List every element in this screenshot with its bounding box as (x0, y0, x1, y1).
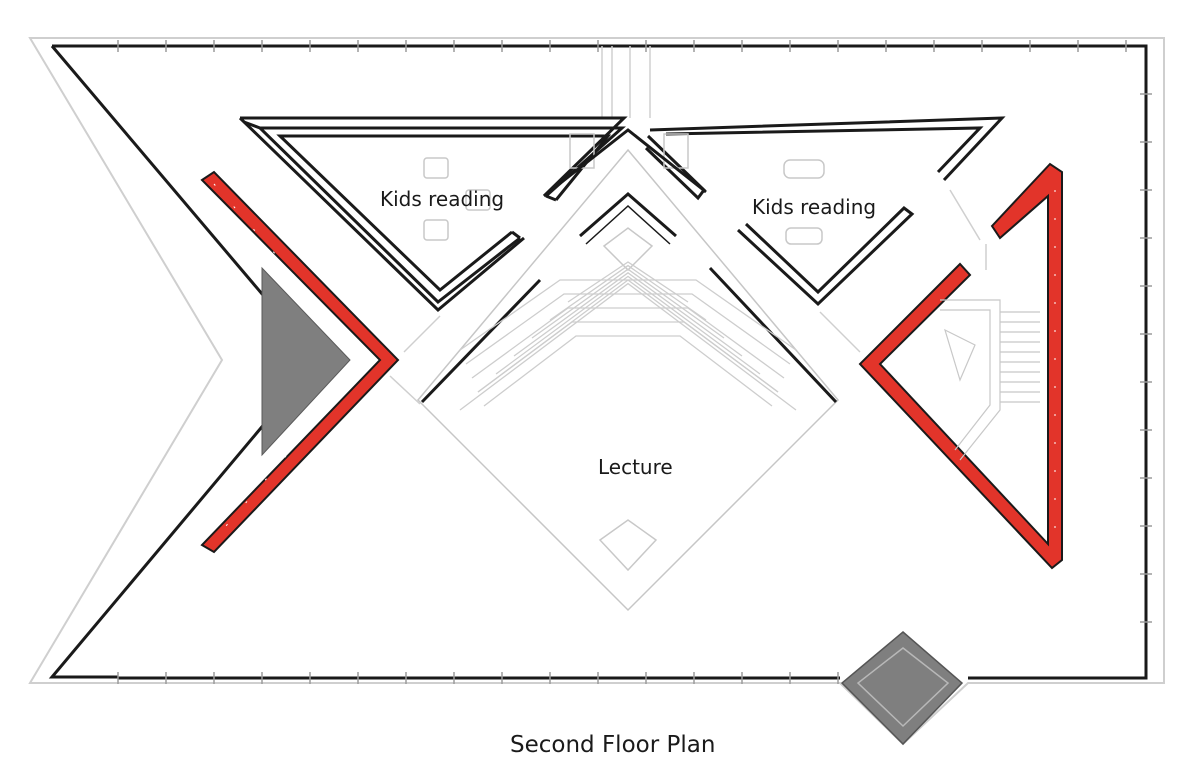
kids-reading-left-walls (243, 120, 626, 304)
lecture-step (567, 261, 689, 303)
room-label-lecture: Lecture (598, 455, 673, 479)
lecture-step (549, 264, 707, 321)
lecture-step (495, 275, 761, 375)
north-stair-lines (601, 46, 651, 118)
lecture-step (531, 268, 725, 339)
lecture-tier-steps (459, 261, 797, 411)
plan-title: Second Floor Plan (510, 732, 715, 758)
lecture-step (477, 321, 779, 393)
lecture-step (513, 271, 743, 357)
kids-reading-left-outer-2 (238, 116, 525, 313)
column-grid-ticks (117, 40, 1152, 684)
solid-triangle-left (261, 266, 351, 457)
kids-reading-right-wall-2 (644, 134, 706, 201)
kids-reading-right-inner (665, 126, 984, 174)
corridor-lines (389, 189, 987, 405)
exterior-wall (48, 44, 1148, 680)
kids-reading-right-outer (649, 116, 1006, 182)
lecture-step (465, 293, 791, 365)
feature-wall-right (858, 162, 1063, 570)
lecture-step (459, 279, 797, 351)
solid-diamond-bottom (840, 631, 964, 746)
lecture-step (459, 282, 797, 411)
lecture-step (483, 335, 773, 407)
feature-wall-left (200, 170, 400, 554)
lecture-room (416, 128, 840, 612)
furniture (423, 133, 825, 245)
east-stair-lines (940, 299, 1040, 461)
room-label-kids-reading-right: Kids reading (752, 195, 876, 219)
kids-reading-left-outer (240, 116, 628, 198)
kids-reading-right-wall-3 (736, 206, 915, 307)
lecture-step (471, 307, 785, 379)
room-label-kids-reading-left: Kids reading (380, 187, 504, 211)
